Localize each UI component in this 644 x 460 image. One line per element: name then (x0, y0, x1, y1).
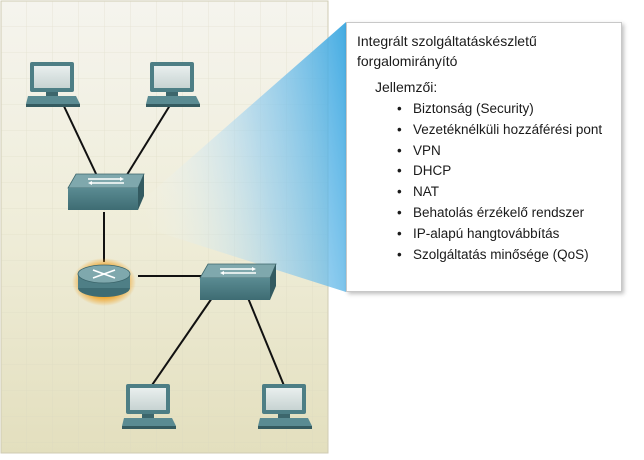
link-pc1-switch1 (61, 101, 99, 179)
feature-label: VPN (413, 142, 441, 158)
switch-icon (67, 173, 145, 210)
bullet-icon: • (397, 142, 402, 158)
feature-list: • Biztonság (Security) • Vezetéknélküli ho… (357, 99, 611, 265)
router-features-panel: Integrált szolgáltatáskészletű forgalomi… (346, 22, 622, 292)
feature-item-ids: • Behatolás érzékelő rendszer (357, 203, 611, 224)
feature-item-security: • Biztonság (Security) (357, 99, 611, 120)
bullet-icon: • (397, 204, 402, 220)
computer-icon (122, 384, 176, 429)
feature-item-dhcp: • DHCP (357, 161, 611, 182)
feature-item-vpn: • VPN (357, 141, 611, 162)
router-icon (72, 258, 136, 306)
features-heading: Jellemzői: (375, 79, 438, 95)
network-links (61, 101, 286, 389)
bullet-icon: • (397, 121, 402, 137)
feature-item-nat: • NAT (357, 182, 611, 203)
feature-label: Biztonság (Security) (413, 101, 534, 116)
feature-item-qos: • Szolgáltatás minősége (QoS) (357, 245, 611, 266)
computer-icon (258, 384, 312, 429)
link-switch2-pc4 (247, 297, 286, 389)
feature-label: Szolgáltatás minősége (QoS) (413, 246, 589, 262)
panel-title-line1: Integrált szolgáltatáskészletű (357, 33, 537, 49)
link-pc2-switch1 (124, 101, 173, 179)
feature-label: NAT (413, 184, 439, 200)
bullet-icon: • (397, 246, 402, 262)
computer-icon (146, 62, 200, 107)
computer-icon (26, 62, 80, 107)
feature-label: Vezetéknélküli hozzáférési pont (413, 121, 603, 137)
link-switch2-pc3 (149, 297, 213, 389)
bullet-icon: • (397, 101, 402, 116)
bullet-icon: • (397, 184, 402, 200)
feature-label: DHCP (413, 163, 452, 179)
panel-title: Integrált szolgáltatáskészletű forgalomi… (357, 31, 611, 71)
feature-label: Behatolás érzékelő rendszer (413, 204, 585, 220)
bullet-icon: • (397, 163, 402, 179)
feature-label: IP-alapú hangtovábbítás (413, 225, 560, 241)
switch-icon (199, 263, 277, 300)
feature-item-voip: • IP-alapú hangtovábbítás (357, 224, 611, 245)
callout-beam (120, 22, 346, 292)
bullet-icon: • (397, 225, 402, 241)
panel-title-line2: forgalomirányító (357, 53, 458, 69)
feature-item-wireless-ap: • Vezetéknélküli hozzáférési pont (357, 120, 611, 141)
